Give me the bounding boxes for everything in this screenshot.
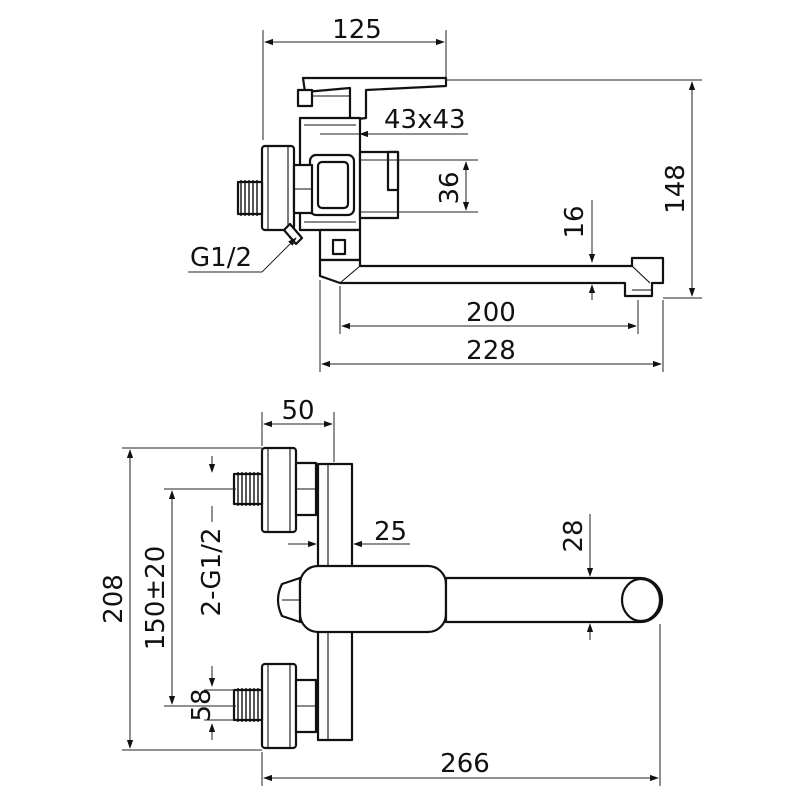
upper-inlet [232, 446, 318, 534]
dim-label-43x43: 43x43 [384, 105, 466, 135]
dimension-50: 50 [261, 396, 335, 462]
dim-label-36: 36 [435, 171, 465, 204]
dim-label-228: 228 [466, 336, 516, 366]
thread-lines [240, 180, 258, 216]
thread-callout-g12: G1/2 [188, 237, 297, 273]
dim-label-28: 28 [559, 519, 589, 552]
dimension-125: 125 [262, 15, 447, 140]
cartridge-body [298, 116, 400, 232]
cartridge-cap [298, 564, 448, 634]
dimension-208: 208 [99, 447, 262, 751]
dimension-43x43: 43x43 [320, 105, 468, 138]
dim-label-16: 16 [560, 205, 590, 238]
spout-top-view [318, 228, 665, 298]
front-view: 50 25 28 208 150±20 [99, 396, 664, 786]
thread-callout-2g12: 2-G1/2 [197, 456, 227, 616]
top-view: 125 [188, 15, 702, 372]
dim-label-58: 58 [187, 688, 217, 721]
eccentric-inlet [236, 144, 314, 246]
dimension-36: 36 [360, 159, 478, 213]
dimension-266: 266 [261, 624, 661, 786]
dim-label-148: 148 [661, 164, 691, 214]
dim-label-50: 50 [281, 396, 314, 426]
label-g12: G1/2 [190, 243, 252, 273]
dimension-28: 28 [559, 514, 594, 640]
dimension-150: 150±20 [141, 488, 236, 707]
dimension-200: 200 [339, 286, 639, 334]
dim-label-125: 125 [332, 15, 382, 45]
lever-handle [296, 76, 448, 122]
dimension-16: 16 [560, 200, 596, 300]
diverter-knob [276, 576, 302, 624]
dim-label-208: 208 [99, 574, 129, 624]
dimension-228: 228 [319, 280, 664, 372]
dim-label-150: 150±20 [141, 546, 171, 651]
dim-label-200: 200 [466, 298, 516, 328]
dimension-25: 25 [288, 517, 410, 548]
dimension-58: 58 [187, 666, 234, 740]
dim-label-25: 25 [374, 517, 407, 547]
spout-front-view [444, 576, 664, 624]
lower-inlet [232, 662, 318, 750]
label-2g12: 2-G1/2 [197, 528, 227, 617]
dim-label-266: 266 [440, 749, 490, 779]
dimension-148: 148 [446, 79, 702, 299]
